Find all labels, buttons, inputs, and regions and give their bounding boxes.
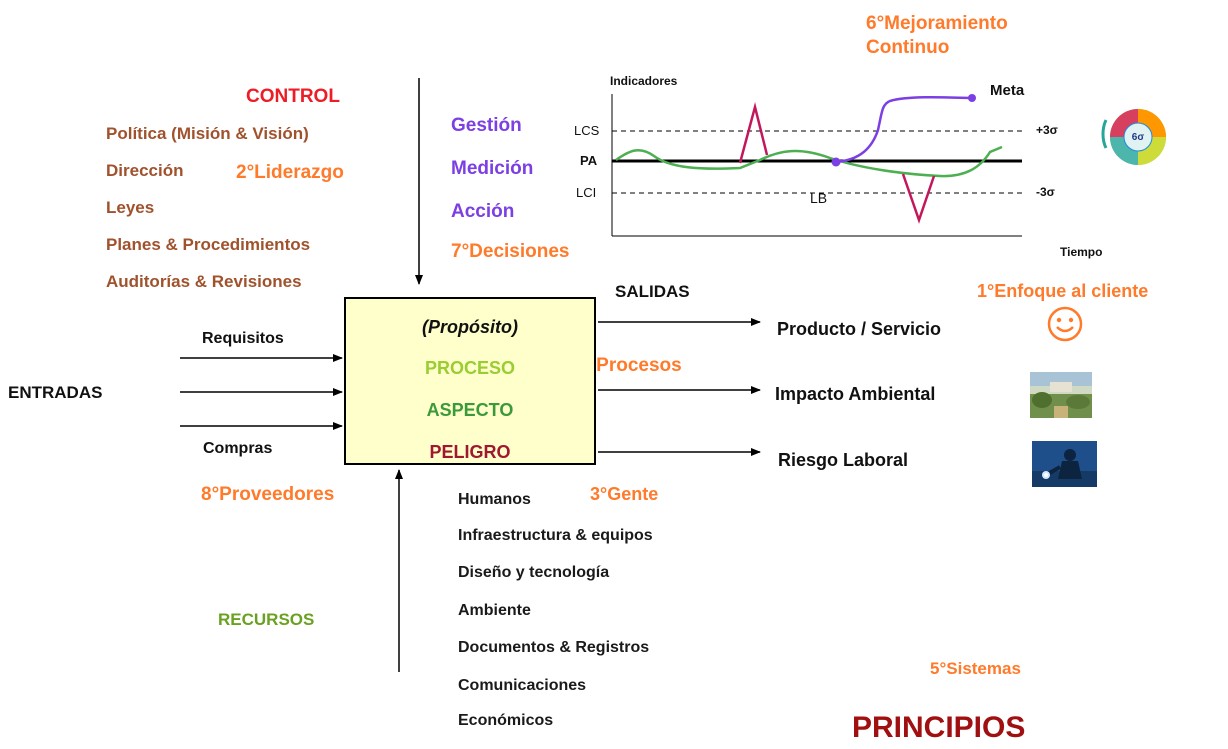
principle-liderazgo: 2°Liderazgo bbox=[236, 162, 344, 183]
welder-picture bbox=[1032, 441, 1097, 487]
resource-ambiente: Ambiente bbox=[458, 602, 531, 619]
cycle-medicion: Medición bbox=[451, 158, 534, 179]
lower-spike bbox=[901, 173, 936, 224]
principle-mejoramiento: 6°Mejoramiento Continuo bbox=[866, 12, 1008, 60]
chart-lb-label: LB bbox=[810, 190, 828, 206]
improvement-start-dot bbox=[831, 157, 841, 167]
control-item-auditorias: Auditorías & Revisiones bbox=[106, 272, 302, 291]
process-box: (Propósito) PROCESO ASPECTO PELIGRO bbox=[344, 297, 596, 465]
principle-decisiones: 7°Decisiones bbox=[451, 241, 570, 262]
six-sigma-logo: 6σ bbox=[1101, 109, 1166, 165]
resource-humanos: Humanos bbox=[458, 491, 531, 508]
chart-lcs-label: LCS bbox=[574, 123, 600, 138]
control-chart bbox=[611, 94, 1022, 237]
principle-cliente: 1°Enfoque al cliente bbox=[977, 281, 1149, 301]
chart-xlabel: Tiempo bbox=[1060, 245, 1103, 259]
process-trend-line bbox=[615, 145, 1003, 178]
chart-lci-label: LCI bbox=[576, 185, 597, 200]
landscape-picture bbox=[1030, 372, 1092, 418]
resource-diseno: Diseño y tecnología bbox=[458, 564, 610, 581]
resource-comunicaciones: Comunicaciones bbox=[458, 677, 587, 694]
output-riesgo: Riesgo Laboral bbox=[778, 450, 909, 470]
control-title: CONTROL bbox=[246, 86, 340, 107]
control-item-politica: Política (Misión & Visión) bbox=[106, 124, 309, 143]
process-purpose: (Propósito) bbox=[422, 317, 518, 337]
improvement-line bbox=[835, 95, 973, 164]
principios-title: PRINCIPIOS bbox=[852, 711, 1026, 744]
aspect-label: ASPECTO bbox=[426, 400, 514, 420]
principle-procesos: 4°Procesos bbox=[578, 355, 682, 376]
control-item-direccion: Dirección bbox=[106, 161, 184, 180]
hazard-label: PELIGRO bbox=[429, 442, 511, 462]
chart-lower-sigma: -3σ bbox=[1036, 185, 1055, 199]
process-label: PROCESO bbox=[424, 358, 516, 378]
chart-upper-sigma: +3σ bbox=[1036, 123, 1058, 137]
resources-title: RECURSOS bbox=[218, 610, 315, 629]
meta-dot bbox=[968, 94, 976, 102]
upper-spike bbox=[738, 102, 769, 164]
input-compras: Compras bbox=[203, 440, 273, 457]
principle-mejoramiento-line1: 6°Mejoramiento bbox=[866, 13, 1008, 34]
output-producto: Producto / Servicio bbox=[777, 319, 942, 339]
output-impacto: Impacto Ambiental bbox=[775, 384, 936, 404]
cycle-gestion: Gestión bbox=[451, 115, 522, 136]
svg-text:6σ: 6σ bbox=[1132, 132, 1145, 143]
principle-proveedores: 8°Proveedores bbox=[201, 484, 335, 505]
chart-meta-label: Meta bbox=[990, 82, 1025, 99]
principle-mejoramiento-line2: Continuo bbox=[866, 37, 950, 58]
input-requisitos: Requisitos bbox=[202, 330, 284, 347]
smiley-icon bbox=[1047, 306, 1083, 342]
resource-documentos: Documentos & Registros bbox=[458, 639, 650, 656]
chart-ylabel: Indicadores bbox=[610, 74, 678, 88]
inputs-title: ENTRADAS bbox=[8, 383, 103, 402]
chart-pa-label: PA bbox=[580, 153, 598, 168]
principle-sistemas: 5°Sistemas bbox=[930, 659, 1021, 678]
outputs-title: SALIDAS bbox=[615, 282, 690, 301]
control-item-planes: Planes & Procedimientos bbox=[106, 235, 311, 254]
principle-gente: 3°Gente bbox=[590, 484, 659, 504]
cycle-accion: Acción bbox=[451, 201, 515, 222]
control-item-leyes: Leyes bbox=[106, 198, 155, 217]
resource-infraestructura: Infraestructura & equipos bbox=[458, 527, 653, 544]
resource-economicos: Económicos bbox=[458, 712, 554, 729]
